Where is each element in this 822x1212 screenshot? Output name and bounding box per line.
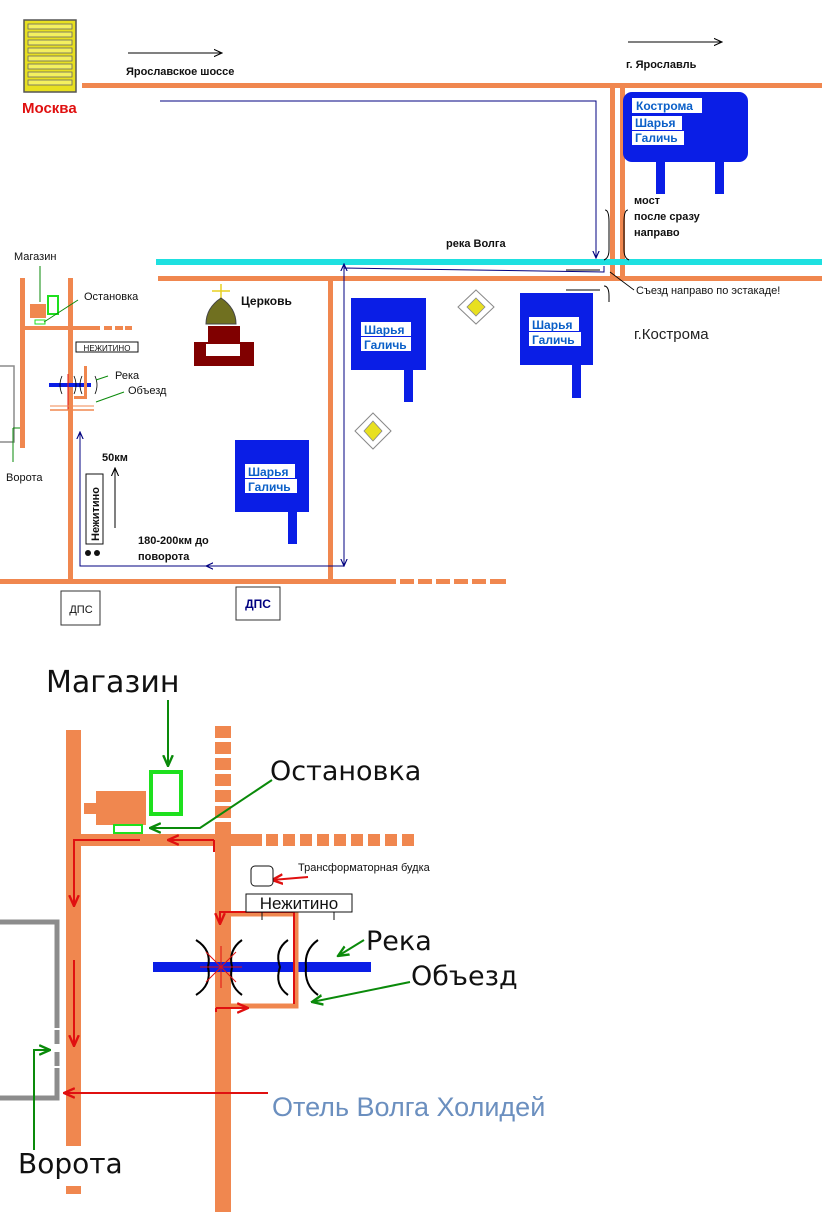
hotel-fence [0,919,60,1101]
river-volga-label: река Волга [446,238,506,250]
detail-detour-label: Объезд [411,961,518,992]
moscow-building-icon [23,19,77,93]
road-bottom [0,579,396,584]
sign-a-line-2: Галичь [364,338,407,352]
dps-right-label: ДПС [245,597,271,611]
inset-shop-label: Магазин [14,251,56,263]
transformer-pointer-arrow [272,877,309,880]
priority-road-sign-2 [354,412,392,450]
pointer-arrows-green [33,700,411,1150]
gate-pointer-arrow [33,1050,50,1150]
detail-bus-stop-label: Остановка [270,756,421,787]
bridge-note-line-3: направо [634,227,680,239]
inset-detour-label: Объезд [128,385,167,397]
detail-village-sign [245,893,353,913]
detail-gate-label: Ворота [18,1147,123,1180]
road-sign-kostroma: Кострома Шарья Галичь [623,92,748,194]
road-sign-sharya-b: Шарья Галичь [520,293,593,398]
road-down-south [328,281,333,581]
road-sign-sharya-a: Шарья Галичь [351,298,426,402]
detour-road [230,911,299,1009]
sign-b-line-2: Галичь [532,333,575,347]
sign-kostroma-line-2: Шарья [635,116,675,130]
road-left-vertical [68,330,73,582]
detail-road-left-end [66,1186,81,1194]
detail-transformer-label: Трансформаторная будка [298,862,431,874]
village-vertical-sign [85,473,104,545]
village-vertical-label: Нежитино [90,487,102,541]
hotel-label: Отель Волга Холидей [272,1092,545,1122]
inset-gate-label: Ворота [6,472,43,484]
city-kostroma-label: г.Кострома [634,326,709,343]
road-to-bridge-2 [620,88,625,276]
dps-left-label: ДПС [69,604,92,616]
road-south-of-river [158,276,822,281]
bridge-note: мост после сразу направо [634,195,701,239]
gate-gap [54,1028,61,1068]
road-to-bridge [610,88,615,276]
yaroslavl-highway [82,83,822,88]
sign-c-line-2: Галичь [248,480,291,494]
bridge-bracket-right [623,209,630,261]
sign-a-line-1: Шарья [364,323,404,337]
dps-box-right [235,586,281,621]
exit-pointer-line [609,271,635,291]
sign-kostroma-line-1: Кострома [636,99,693,113]
to-yaroslavl-label: г. Ярославль [626,59,697,71]
inset-river-label: Река [115,370,140,382]
detail-map: Магазин Остановка Трансформаторная будка… [0,665,545,1212]
transformer-box [250,865,274,887]
bus-stop-marker [113,824,143,834]
distance-turn-line-2: поворота [138,551,190,563]
distance-turn-line-1: 180-200км до [138,535,209,547]
bus-stop-pointer-arrow [150,779,273,828]
distance-50-label: 50км [102,452,128,464]
inset-village-sign-label: НЕЖИТИНО [84,344,131,353]
exit-note: Съезд направо по эстакаде! [636,285,780,297]
city-moscow-label: Москва [22,100,77,117]
detail-shop-label: Магазин [46,665,179,700]
inset-bus-stop-label: Остановка [84,291,139,303]
shop-building [96,791,146,825]
village-inset-small [0,266,139,462]
route-arrow-west [80,432,344,567]
sign-c-line-1: Шарья [248,465,288,479]
sign-b-line-1: Шарья [532,318,572,332]
route-arrow-to-bridge [160,100,596,258]
detail-river [153,962,371,972]
church-icon [194,284,254,366]
church-label: Церковь [241,294,292,308]
shop-marker [149,770,183,816]
river-closed-mark [200,946,242,988]
dps-box-left [60,590,101,626]
road-yaroslavl-label: Ярославское шоссе [126,66,234,78]
bridge-note-line-1: мост [634,195,661,207]
sign-kostroma-line-3: Галичь [635,131,678,145]
detail-road-horizontal-dashed [266,834,414,846]
route-arrow-across [343,266,605,565]
route-arrows-red [64,840,309,1093]
volga-river [156,259,822,265]
road-bottom-dashed [400,579,506,584]
priority-road-sign-1 [457,289,495,325]
bridge-note-line-2: после сразу [634,211,701,223]
bridge-bracket-left [603,209,610,261]
dot-marker-2 [94,550,100,556]
detour-pointer-arrow [312,981,411,1002]
overview-map: Москва Ярославское шоссе г. Ярославль ре… [0,19,822,626]
detail-river-label: Река [366,926,432,957]
river-pointer-arrow [338,939,365,956]
detail-road-left [66,730,81,1146]
road-sign-sharya-c: Шарья Галичь [235,440,309,544]
detail-village-sign-label: Нежитино [260,894,339,913]
dot-marker-1 [85,550,91,556]
